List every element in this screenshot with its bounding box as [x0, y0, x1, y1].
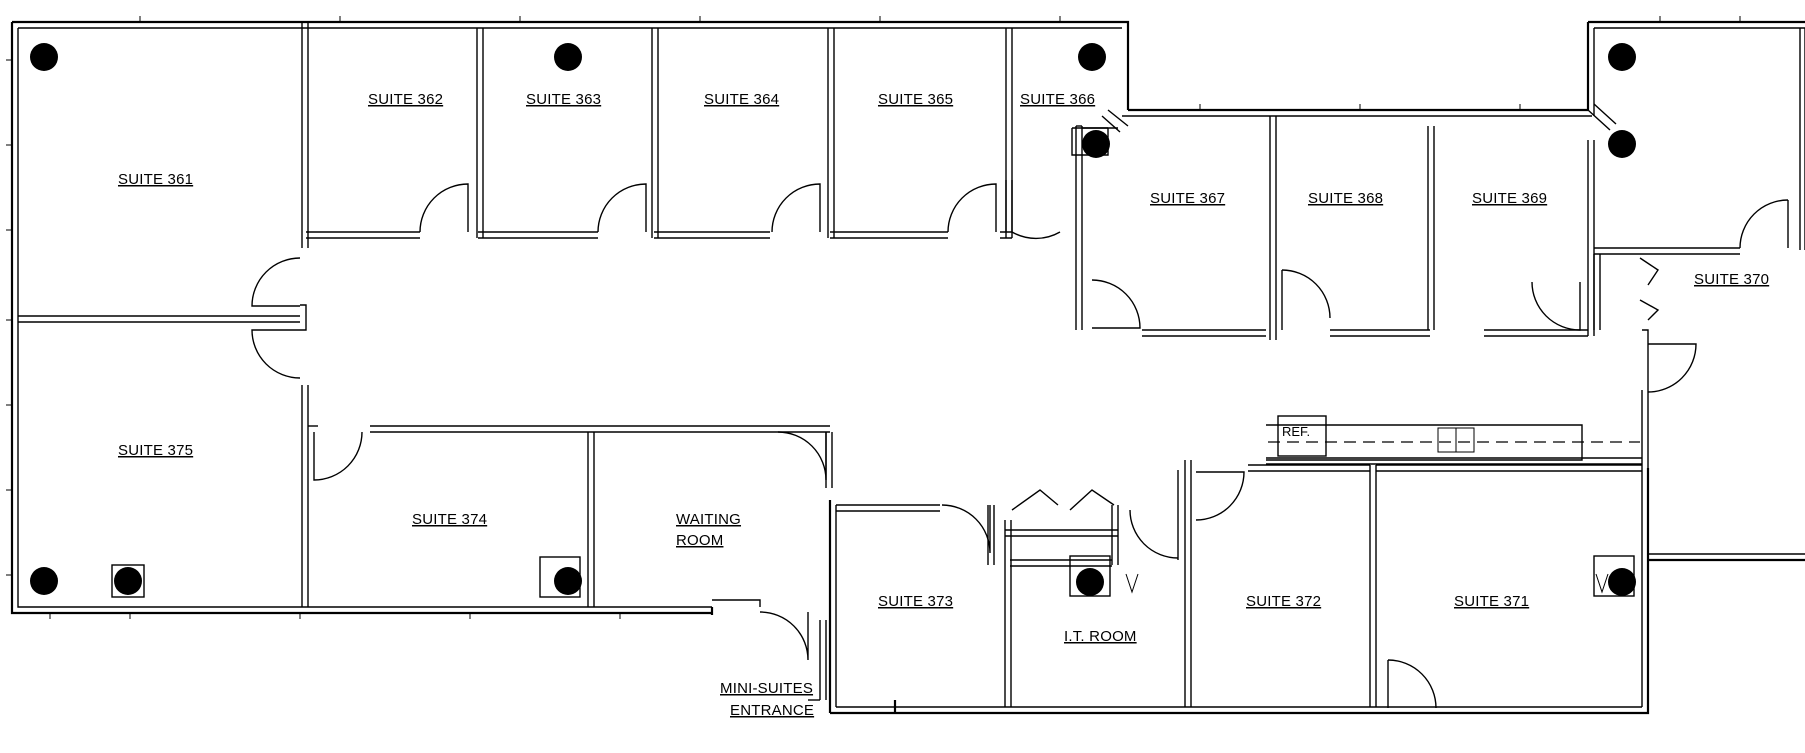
label-ref: REF.: [1282, 424, 1310, 439]
column-icon: [1076, 568, 1104, 596]
label-suite-363: SUITE 363: [526, 91, 601, 108]
column-icon: [30, 43, 58, 71]
label-suite-362: SUITE 362: [368, 91, 443, 108]
columns: [30, 43, 1636, 598]
label-entrance-line2: ENTRANCE: [730, 702, 814, 719]
room-labels: SUITE 361 SUITE 362 SUITE 363 SUITE 364 …: [118, 91, 1769, 719]
label-suite-367: SUITE 367: [1150, 190, 1225, 207]
interior-walls: [18, 22, 1805, 707]
column-icon: [1608, 130, 1636, 158]
label-suite-374: SUITE 374: [412, 511, 487, 528]
label-suite-373: SUITE 373: [878, 593, 953, 610]
fixtures: [1125, 415, 1609, 594]
label-suite-365: SUITE 365: [878, 91, 953, 108]
label-it-room: I.T. ROOM: [1064, 628, 1137, 645]
label-entrance-line1: MINI-SUITES: [720, 680, 813, 697]
label-suite-366: SUITE 366: [1020, 91, 1095, 108]
label-suite-369: SUITE 369: [1472, 190, 1547, 207]
column-icon: [1608, 43, 1636, 71]
label-suite-375: SUITE 375: [118, 442, 193, 459]
label-waiting-room-line2: ROOM: [676, 532, 723, 549]
label-suite-371: SUITE 371: [1454, 593, 1529, 610]
label-suite-364: SUITE 364: [704, 91, 779, 108]
doors: [251, 180, 1789, 709]
column-icon: [114, 567, 142, 595]
column-icon: [1082, 130, 1110, 158]
column-icon: [30, 567, 58, 595]
column-box: [111, 564, 145, 598]
refrigerator: [1277, 415, 1327, 457]
column-icon: [554, 43, 582, 71]
label-waiting-room-line1: WAITING: [676, 511, 741, 528]
label-suite-372: SUITE 372: [1246, 593, 1321, 610]
column-icon: [554, 567, 582, 595]
wall-ticks: [6, 16, 1741, 619]
label-suite-361: SUITE 361: [118, 171, 193, 188]
label-suite-370: SUITE 370: [1694, 271, 1769, 288]
label-suite-368: SUITE 368: [1308, 190, 1383, 207]
column-icon: [1608, 568, 1636, 596]
column-icon: [1078, 43, 1106, 71]
